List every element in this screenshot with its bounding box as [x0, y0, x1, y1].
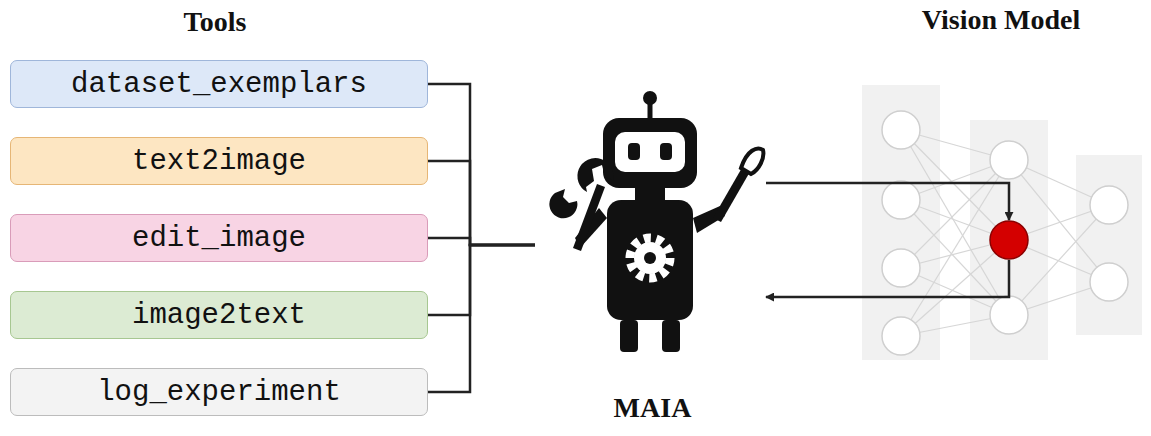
- neuron: [990, 296, 1028, 334]
- neuron: [990, 141, 1028, 179]
- layer-panel: [862, 85, 940, 360]
- flow-arrow: [766, 260, 1009, 297]
- tool-name: image2text: [132, 299, 306, 332]
- neuron: [882, 249, 920, 287]
- neuron: [1090, 186, 1128, 224]
- layer-panels: [862, 85, 1142, 360]
- bracket-line: [428, 84, 535, 245]
- bracket-line: [428, 245, 535, 315]
- neuron: [1090, 263, 1128, 301]
- tool-name: log_experiment: [97, 376, 341, 409]
- network-neurons: [882, 111, 1128, 355]
- tool-box: image2text: [10, 291, 428, 339]
- neuron: [882, 317, 920, 355]
- tool-box: log_experiment: [10, 368, 428, 416]
- neuron: [882, 181, 920, 219]
- vision-model: Vision Model: [855, 4, 1147, 364]
- network-link: [901, 160, 1009, 268]
- flow-arrow: [766, 183, 1009, 220]
- layer-panel: [970, 120, 1048, 360]
- layer-panel: [1076, 155, 1142, 335]
- agent-robot: MAIA: [535, 88, 770, 424]
- node-title: MAIA: [614, 392, 692, 424]
- robot-icon: [535, 88, 770, 388]
- tool-name: text2image: [132, 145, 306, 178]
- bracket-line: [428, 161, 535, 245]
- network-link: [1009, 205, 1109, 315]
- node-title: Vision Model: [922, 4, 1080, 36]
- section-heading: Tools: [184, 6, 247, 38]
- tool-box: dataset_exemplars: [10, 60, 428, 108]
- tool-name: dataset_exemplars: [71, 68, 367, 101]
- robot: [549, 91, 763, 352]
- tool-box: edit_image: [10, 214, 428, 262]
- bracket-line: [428, 245, 535, 392]
- target-neuron: [990, 221, 1028, 259]
- tool-box: text2image: [10, 137, 428, 185]
- network-links: [901, 130, 1109, 336]
- tool-name: edit_image: [132, 222, 306, 255]
- neuron: [882, 111, 920, 149]
